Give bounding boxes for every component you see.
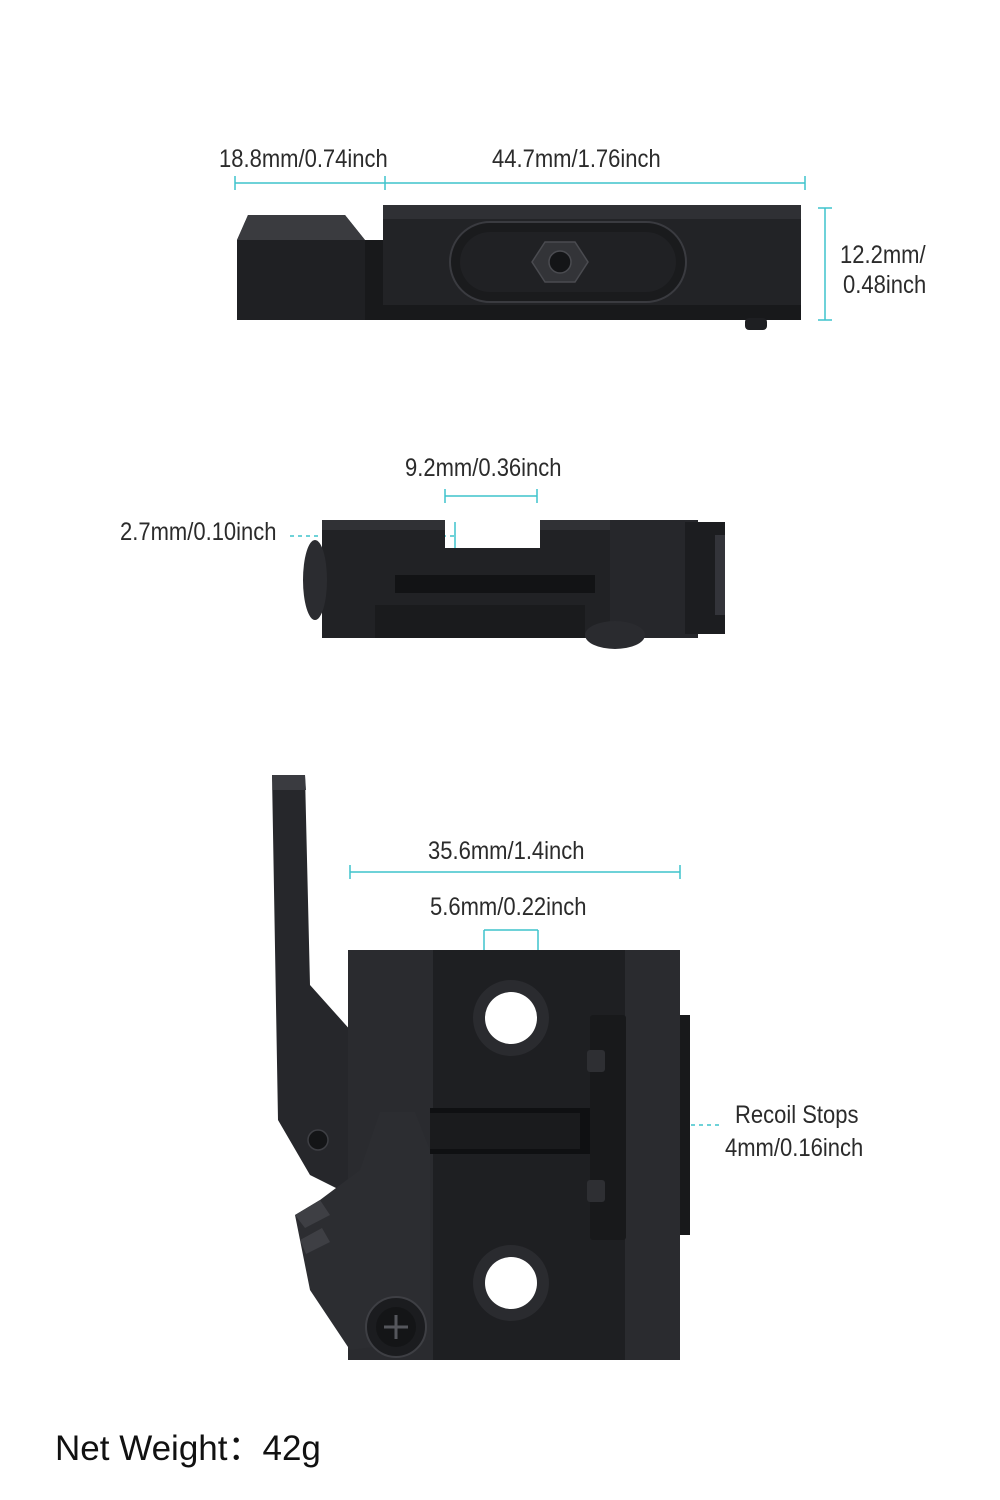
bottom-view-hole-dimension: 5.6mm/0.22inch: [430, 893, 587, 921]
top-view-left-dimension: 18.8mm/0.74inch: [219, 145, 388, 173]
side-view-slot-width-dimension: 9.2mm/0.36inch: [405, 454, 562, 482]
top-view-length-dimension: 44.7mm/1.76inch: [492, 145, 661, 173]
side-view-body: [303, 520, 725, 649]
bottom-view-clamp: [295, 1112, 430, 1358]
bottom-view-width-dimension: 35.6mm/1.4inch: [428, 837, 585, 865]
recoil-stops-label: Recoil Stops: [735, 1101, 859, 1129]
top-view-height-dimension-line1: 12.2mm/: [840, 241, 926, 269]
top-view-dimension-lines: [234, 176, 832, 321]
top-view-main-body: [383, 205, 801, 330]
top-view-left-block: [237, 215, 385, 320]
recoil-stops-dimension: 4mm/0.16inch: [725, 1134, 864, 1162]
side-view-slot-depth-dimension: 2.7mm/0.10inch: [120, 518, 277, 546]
bottom-view-base: [348, 950, 690, 1360]
top-view-height-dimension-line2: 0.48inch: [843, 271, 927, 299]
net-weight-label: Net Weight：42g: [55, 1429, 321, 1468]
